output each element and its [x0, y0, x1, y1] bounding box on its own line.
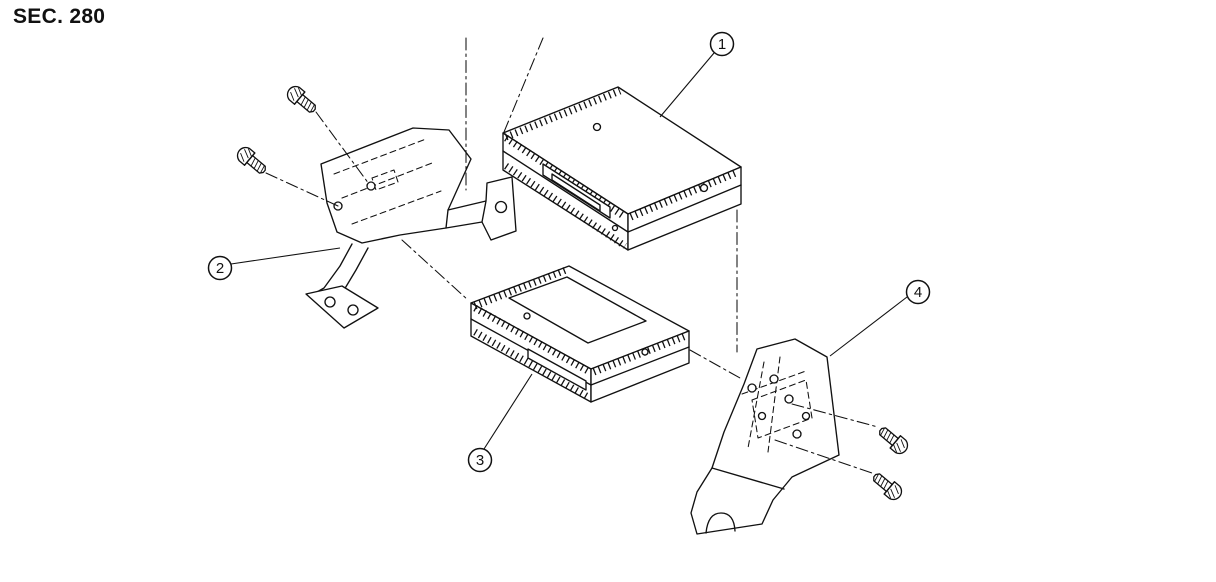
upper-control-unit [502, 86, 742, 251]
bracket4-hole [792, 429, 802, 439]
screw-4 [868, 468, 906, 504]
bracket2-hidden-line [351, 190, 442, 225]
unit1-case-seam [502, 150, 629, 233]
unit3-vent-ticks [473, 266, 568, 310]
bracket4-hidden-line [747, 361, 765, 449]
callout-3-lower-unit: 3 [467, 373, 533, 473]
callout-4-number: 4 [914, 284, 922, 301]
bracket2-tab-hole [494, 200, 508, 214]
centerline [689, 349, 741, 379]
bracket4-hidden-line [767, 356, 781, 453]
unit1-connector-slot-inner [551, 173, 601, 212]
callout-3-number: 3 [476, 452, 484, 469]
unit3-vent-ticks [473, 304, 590, 375]
bracket4-hole [769, 374, 779, 384]
bracket4-hole [801, 411, 811, 421]
right-mounting-bracket [690, 338, 840, 535]
screw-centerline [265, 172, 339, 207]
callout-1-upper-unit: 1 [659, 31, 735, 118]
bracket2-plate [320, 127, 472, 244]
bracket2-hidden-line [333, 138, 427, 175]
unit3-screw-hole [523, 312, 531, 320]
centerline [401, 239, 469, 301]
screw-3 [874, 422, 912, 458]
left-mounting-bracket [305, 127, 517, 329]
unit1-case-seam [627, 184, 742, 233]
bracket2-foot-hole [347, 304, 359, 316]
callout-1-leader [659, 52, 715, 118]
unit1-screw-hole [699, 183, 709, 193]
bracket2-foot [305, 285, 379, 329]
unit3-case-seam [590, 346, 690, 386]
bracket4-hidden-cutout [751, 379, 813, 439]
unit1-screw-hole [611, 224, 619, 232]
unit3-vent-ticks [592, 332, 688, 376]
callout-2-leader [230, 247, 341, 265]
bracket2-arm [445, 200, 487, 229]
bracket2-foot-hole [324, 296, 336, 308]
screw-1 [283, 82, 321, 118]
assembly-centerlines [265, 37, 879, 474]
callout-2-left-bracket: 2 [207, 247, 341, 281]
screw-centerline [774, 439, 873, 474]
bracket4-hole [784, 394, 794, 404]
unit1-screw-hole [592, 122, 602, 132]
screw-centerline [315, 111, 370, 185]
callout-3-circle [467, 447, 493, 473]
callout-4-circle [905, 279, 931, 305]
bracket2-screw-hole [366, 181, 376, 191]
unit1-connector-slot [542, 163, 611, 219]
bracket4-hole [747, 383, 757, 393]
unit3-connector-slot [527, 348, 587, 391]
callout-1-number: 1 [718, 36, 726, 53]
unit3-screw-hole [641, 348, 649, 356]
bracket4-hole [757, 411, 767, 421]
section-title: SEC. 280 [13, 5, 106, 28]
bracket2-hidden-line [341, 162, 433, 199]
callout-3-leader [483, 373, 533, 450]
unit3-vent-ticks [473, 328, 590, 401]
callout-1-circle [709, 31, 735, 57]
bracket4-foot-notch [705, 512, 736, 534]
unit3-label-area [508, 276, 647, 344]
callout-2-circle [207, 255, 233, 281]
centerline [503, 37, 544, 133]
callout-4-right-bracket: 4 [829, 279, 931, 357]
bracket4-body [690, 338, 840, 535]
screw-2 [233, 143, 271, 179]
callout-2-number: 2 [216, 260, 224, 277]
bracket4-bend-line [711, 467, 785, 490]
lower-control-unit [470, 265, 690, 403]
screw-centerline [791, 403, 879, 428]
callout-4-leader [829, 296, 908, 357]
